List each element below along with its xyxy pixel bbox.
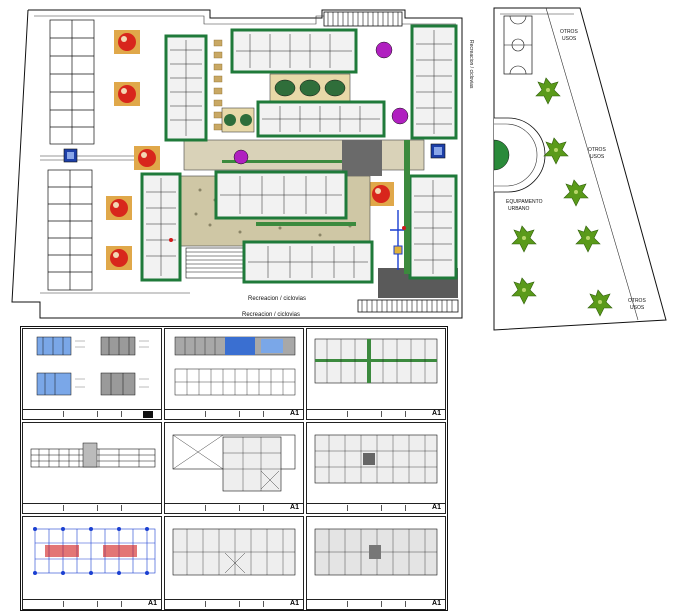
recreation-vertical-label: Recreacion / ciclovias	[468, 40, 474, 89]
parking-grid-bottom	[47, 169, 93, 291]
sheet-5-code: A1	[290, 504, 299, 511]
urban-equipment-label-b: URBANO	[508, 206, 530, 212]
recreation-label: Recreacion / ciclovias	[248, 296, 307, 302]
sheets-frame: A1 A1 A1	[20, 326, 448, 611]
other-uses-label-1: OTROS	[560, 29, 578, 35]
sheet-section[interactable]	[22, 422, 162, 514]
tree-red-group	[106, 30, 394, 270]
sheet-structural[interactable]: A1	[22, 516, 162, 610]
right-plan: OTROS USOS OTROS USOS EQUIPAMENTO URBANO…	[488, 0, 690, 334]
other-uses-label-3: OTROS	[628, 298, 646, 304]
sheet-9-code: A1	[432, 600, 441, 607]
sheet-2-code: A1	[290, 410, 299, 417]
other-uses-label-3b: USOS	[630, 305, 645, 311]
other-uses-label-1b: USOS	[562, 36, 577, 42]
sheet-3-code: A1	[432, 410, 441, 417]
sheet-floor-plan-d[interactable]: A1	[164, 516, 304, 610]
sheet-floor-plan-a[interactable]: A1	[306, 328, 446, 420]
recreation-label-secondary: Recreacion / ciclovias	[242, 312, 301, 318]
sheet-floor-plan-c[interactable]: A1	[306, 422, 446, 514]
sheet-facades[interactable]: A1	[164, 328, 304, 420]
site-plan: Recreacion / ciclovias Recreacion / cicl…	[0, 0, 480, 320]
sheet-6-code: A1	[432, 504, 441, 511]
sheet-8-code: A1	[290, 600, 299, 607]
parking-grid-top	[49, 19, 95, 145]
urban-equipment-label: EQUIPAMENTO	[506, 199, 543, 205]
sheet-floor-plan-e[interactable]: A1	[306, 516, 446, 610]
site-plan-drawing	[11, 9, 463, 319]
sheet-floor-plan-b[interactable]: A1	[164, 422, 304, 514]
right-plan-drawing	[493, 7, 667, 331]
other-uses-label-2: OTROS	[588, 147, 606, 153]
sheet-1-black-block	[143, 411, 153, 418]
sheet-elevations[interactable]	[22, 328, 162, 420]
sheet-7-code: A1	[148, 600, 157, 607]
other-uses-label-2b: USOS	[590, 154, 605, 160]
